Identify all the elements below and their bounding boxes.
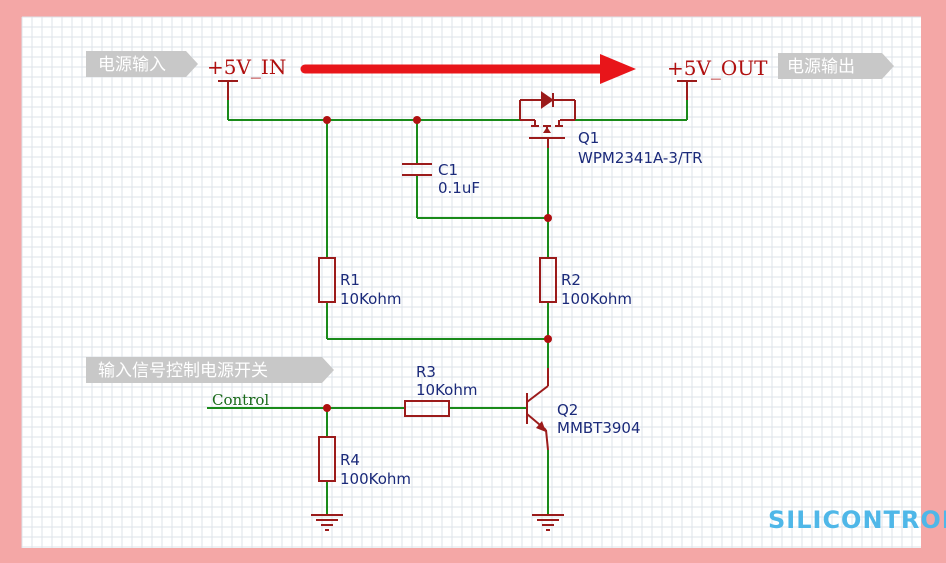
q2-ref: Q2 xyxy=(557,401,578,419)
junction-dot xyxy=(544,335,552,343)
power-in-tag: 电源输入 xyxy=(86,51,198,77)
c1-capacitor: C1 0.1uF xyxy=(402,161,480,197)
r2-resistor: R2 100Kohm xyxy=(539,257,632,308)
logo: SILICONTROL xyxy=(768,506,946,534)
ground-symbol xyxy=(311,514,343,531)
junction-dot xyxy=(323,404,331,412)
r2-value: 100Kohm xyxy=(561,290,632,308)
power-out-tag: 电源输出 xyxy=(778,53,894,79)
control-signal-tag-label: 输入信号控制电源开关 xyxy=(98,361,268,381)
q1-pmos: Q1 WPM2341A-3/TR xyxy=(519,91,703,167)
r1-value: 10Kohm xyxy=(340,290,401,308)
power-in-tag-label: 电源输入 xyxy=(98,55,166,75)
r4-ref: R4 xyxy=(340,451,360,469)
control-signal-tag: 输入信号控制电源开关 xyxy=(86,357,334,383)
r3-value: 10Kohm xyxy=(416,381,477,399)
junction-dot xyxy=(544,214,552,222)
q1-value: WPM2341A-3/TR xyxy=(578,149,703,167)
junctions xyxy=(323,116,552,412)
junction-dot xyxy=(323,116,331,124)
r1-resistor: R1 10Kohm xyxy=(318,257,401,308)
junction-dot xyxy=(413,116,421,124)
grid xyxy=(21,16,921,548)
wires xyxy=(207,100,688,515)
q2-value: MMBT3904 xyxy=(557,419,641,437)
r4-value: 100Kohm xyxy=(340,470,411,488)
c1-value: 0.1uF xyxy=(438,179,480,197)
power-out-tag-label: 电源输出 xyxy=(787,57,855,77)
r4-resistor: R4 100Kohm xyxy=(318,436,411,488)
r2-ref: R2 xyxy=(561,271,581,289)
power-port-out xyxy=(677,80,697,100)
ground-symbol xyxy=(532,514,564,531)
net-label-5v-out: +5V_OUT xyxy=(667,56,768,80)
q2-npn: Q2 MMBT3904 xyxy=(526,368,641,451)
r3-resistor: R3 10Kohm xyxy=(404,363,477,417)
power-port-in xyxy=(218,80,238,100)
r3-ref: R3 xyxy=(416,363,436,381)
direction-arrow xyxy=(300,54,636,84)
r1-ref: R1 xyxy=(340,271,360,289)
logo-text: SILICONTROL xyxy=(768,506,946,534)
c1-ref: C1 xyxy=(438,161,458,179)
q1-ref: Q1 xyxy=(578,129,599,147)
net-label-control: Control xyxy=(212,391,269,409)
net-label-5v-in: +5V_IN xyxy=(207,55,286,79)
